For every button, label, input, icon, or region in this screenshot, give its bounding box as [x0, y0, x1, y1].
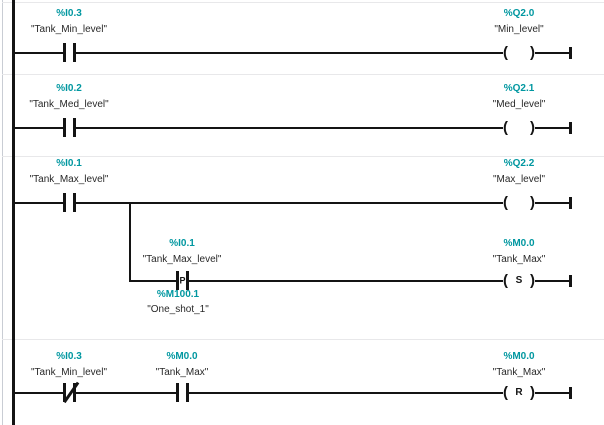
network-separator [2, 156, 604, 157]
operand-name[interactable]: "Tank_Med_level" [29, 99, 109, 110]
coil-open-paren: ( [503, 194, 508, 211]
coil-close-paren: ) [529, 272, 535, 289]
coil-letter: R [515, 387, 523, 398]
operand-address[interactable]: %M0.0 [503, 351, 535, 362]
operand-address[interactable]: %Q2.0 [503, 8, 535, 19]
operand-name[interactable]: "Min_level" [494, 24, 544, 35]
branch-rung-wire [129, 280, 571, 282]
coil-close-paren: ) [529, 384, 535, 401]
operand-address[interactable]: %Q2.2 [503, 158, 535, 169]
rung-wire [15, 202, 571, 204]
output-coil-icon[interactable]: ( ) [503, 118, 535, 138]
operand-address[interactable]: %I0.1 [56, 158, 82, 169]
operand-name[interactable]: "Tank_Max_level" [29, 174, 109, 185]
no-contact-icon[interactable] [176, 383, 189, 402]
operand-address[interactable]: %M0.0 [166, 351, 198, 362]
coil-open-paren: ( [503, 119, 508, 136]
operand-name[interactable]: "Tank_Max" [155, 367, 209, 378]
nc-contact-icon[interactable] [63, 381, 79, 403]
operand-address[interactable]: %I0.1 [169, 238, 195, 249]
network-separator [2, 339, 604, 340]
wire-terminal-icon [569, 122, 572, 134]
operand-name[interactable]: "Tank_Max" [492, 254, 546, 265]
coil-open-paren: ( [503, 384, 508, 401]
coil-close-paren: ) [530, 44, 535, 61]
network-separator [2, 74, 604, 75]
operand-name[interactable]: "Tank_Max_level" [142, 254, 222, 265]
operand-name[interactable]: "Med_level" [492, 99, 546, 110]
operand-name[interactable]: "Tank_Min_level" [30, 367, 108, 378]
wire-terminal-icon [569, 387, 572, 399]
output-coil-icon[interactable]: ( ) [503, 193, 535, 213]
set-coil-icon[interactable]: ( S ) [503, 271, 535, 291]
wire-terminal-icon [569, 275, 572, 287]
rung-wire [15, 127, 571, 129]
operand-address[interactable]: %M0.0 [503, 238, 535, 249]
operand-name[interactable]: "Max_level" [492, 174, 546, 185]
coil-open-paren: ( [503, 44, 508, 61]
wire-terminal-icon [569, 47, 572, 59]
branch-wire [129, 202, 131, 282]
power-rail [12, 0, 15, 425]
operand-address[interactable]: %I0.3 [56, 8, 82, 19]
no-contact-icon[interactable] [63, 43, 76, 62]
operand-name[interactable]: "Tank_Min_level" [30, 24, 108, 35]
coil-close-paren: ) [530, 119, 535, 136]
operand-address[interactable]: %I0.2 [56, 83, 82, 94]
pane-border [2, 0, 3, 425]
coil-letter: S [515, 275, 523, 286]
coil-close-paren: ) [530, 194, 535, 211]
rung-wire [15, 52, 571, 54]
rung-wire [15, 392, 571, 394]
p-edge-contact-icon[interactable]: P [176, 271, 189, 290]
coil-open-paren: ( [503, 272, 508, 289]
reset-coil-icon[interactable]: ( R ) [503, 383, 535, 403]
operand-address[interactable]: %Q2.1 [503, 83, 535, 94]
operand-name[interactable]: "One_shot_1" [147, 304, 209, 315]
operand-name[interactable]: "Tank_Max" [492, 367, 546, 378]
network-separator [2, 2, 604, 3]
edge-contact-letter: P [179, 275, 186, 285]
no-contact-icon[interactable] [63, 193, 76, 212]
no-contact-icon[interactable] [63, 118, 76, 137]
operand-address[interactable]: %I0.3 [56, 351, 82, 362]
output-coil-icon[interactable]: ( ) [503, 43, 535, 63]
wire-terminal-icon [569, 197, 572, 209]
operand-address[interactable]: %M100.1 [156, 289, 200, 300]
